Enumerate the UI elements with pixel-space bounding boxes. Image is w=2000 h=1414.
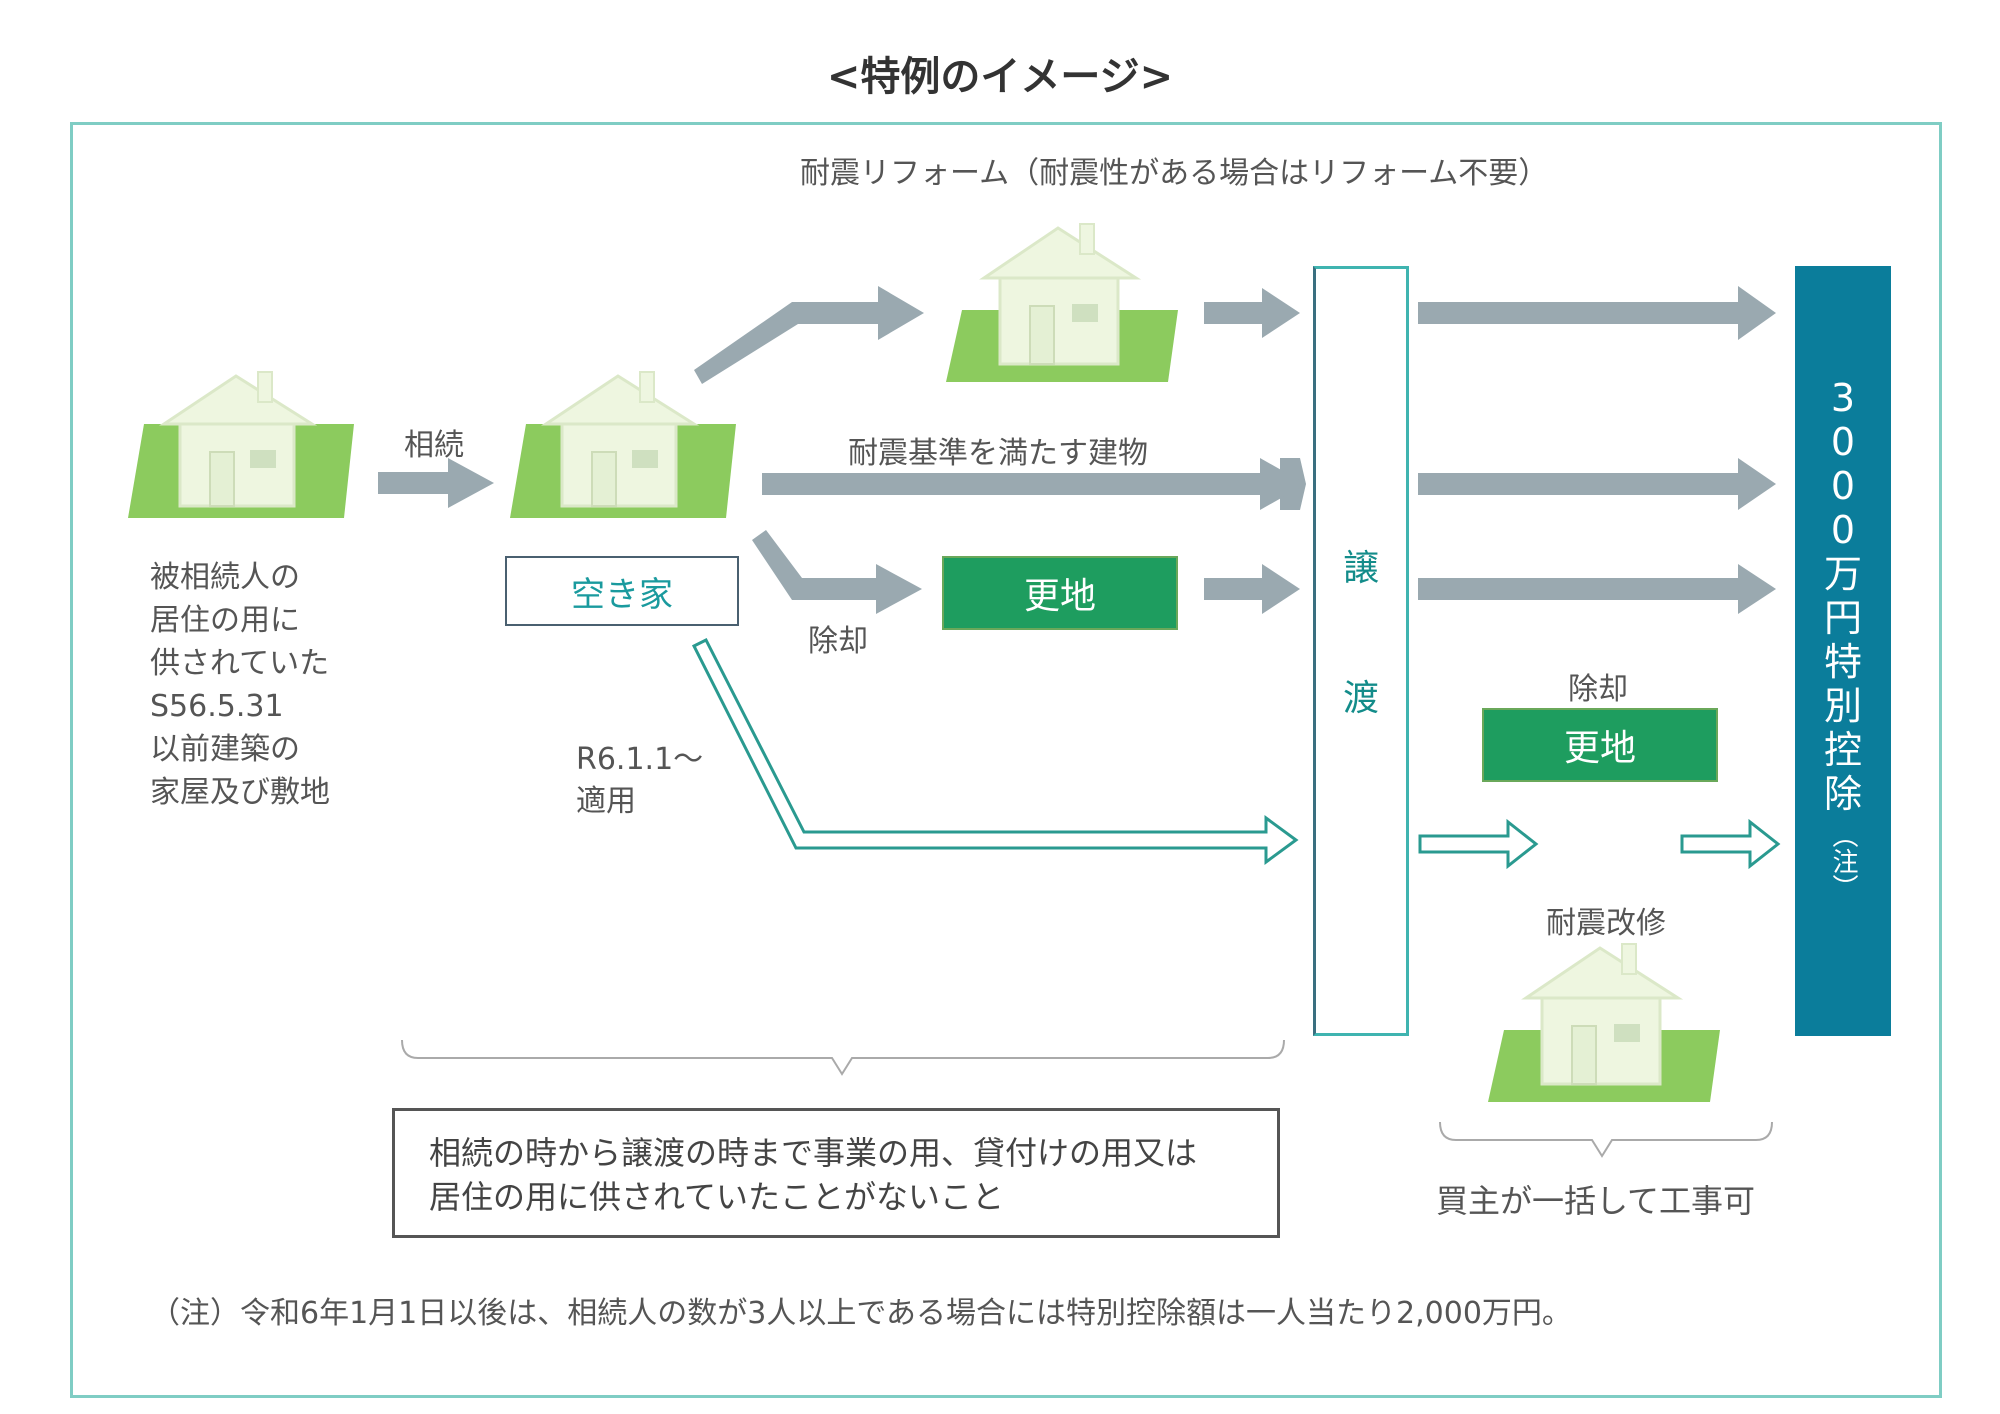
r6-outline-arrow	[691, 637, 1299, 865]
demolish-arrow	[752, 530, 922, 614]
deduction-box: 3000万円特別控除 （注）	[1795, 266, 1891, 1036]
meets-standard-label: 耐震基準を満たす建物	[848, 436, 1148, 471]
transfer-to-buyer-outline-arrow	[1418, 818, 1539, 870]
house-icon-retrofit	[1488, 943, 1720, 1102]
inherit-arrow	[378, 458, 494, 508]
origin-description: 被相続人の 居住の用に 供されていた S56.5.31 以前建築の 家屋及び敷地	[150, 556, 330, 814]
origin-line: 居住の用に	[150, 603, 300, 638]
condition-line-2: 居住の用に供されていたことがないこと	[429, 1178, 1005, 1216]
condition-box: 相続の時から譲渡の時まで事業の用、貸付けの用又は 居住の用に供されていたことがな…	[392, 1108, 1280, 1238]
reform-label: 耐震リフォーム（耐震性がある場合はリフォーム不要）	[800, 156, 1549, 191]
sarachi-box-right: 更地	[1482, 708, 1718, 782]
inherit-label: 相続	[404, 428, 464, 463]
r6-label-line2: 適用	[576, 784, 636, 819]
house-to-transfer-arrow	[1204, 288, 1300, 338]
origin-line: S56.5.31	[150, 689, 284, 724]
sarachi-box-left: 更地	[942, 556, 1178, 630]
transfer-to-deduction-arrow-2	[1418, 458, 1776, 510]
transfer-box: 譲 渡	[1313, 266, 1409, 1036]
transfer-to-deduction-arrow-3	[1418, 564, 1776, 614]
diagram-title: <特例のイメージ>	[826, 54, 1174, 100]
buyer-to-deduction-outline-arrow	[1680, 818, 1781, 870]
transfer-char-2: 渡	[1342, 678, 1379, 719]
deduction-text: 3000万円特別控除	[1823, 376, 1862, 816]
house-icon-origin	[128, 371, 354, 518]
reform-arrow	[694, 286, 924, 384]
demolish-label-left: 除却	[808, 624, 868, 659]
diagram-frame	[70, 122, 1942, 1398]
house-icon-akiya	[510, 371, 736, 518]
buyer-works-label: 買主が一括して工事可	[1436, 1182, 1756, 1220]
meets-standard-arrow	[762, 458, 1306, 510]
condition-line-1: 相続の時から譲渡の時まで事業の用、貸付けの用又は	[429, 1134, 1198, 1172]
origin-line: 供されていた	[150, 646, 330, 681]
retrofit-label: 耐震改修	[1546, 906, 1666, 941]
r6-label-line1: R6.1.1〜	[576, 742, 704, 777]
akiya-box: 空き家	[505, 556, 739, 626]
origin-line: 以前建築の	[150, 732, 300, 767]
sarachi-to-transfer-arrow	[1204, 564, 1300, 614]
footnote: （注）令和6年1月1日以後は、相続人の数が3人以上である場合には特別控除額は一人…	[150, 1296, 1572, 1331]
condition-brace	[401, 1039, 1285, 1076]
deduction-note: （注）	[1828, 822, 1858, 900]
demolish-label-right: 除却	[1568, 672, 1628, 707]
transfer-char-1: 譲	[1342, 548, 1379, 589]
origin-line: 家屋及び敷地	[150, 775, 330, 810]
transfer-to-deduction-arrow-1	[1418, 286, 1776, 340]
buyer-brace	[1439, 1121, 1773, 1158]
house-icon-reformed	[946, 223, 1178, 382]
origin-line: 被相続人の	[150, 560, 300, 595]
